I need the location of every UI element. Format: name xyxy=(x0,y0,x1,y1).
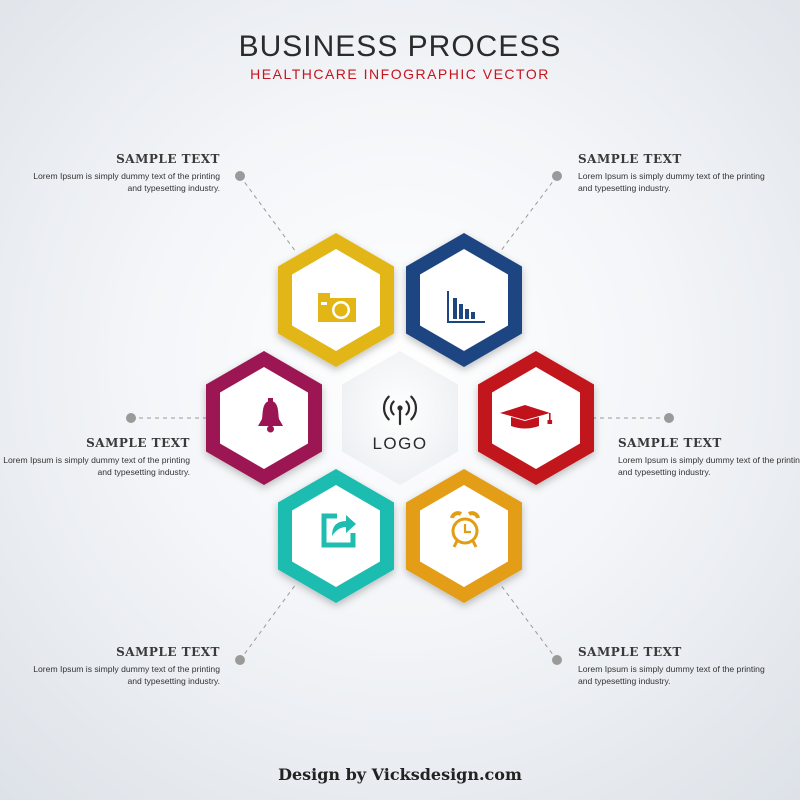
callout-top-left: SAMPLE TEXT Lorem Ipsum is simply dummy … xyxy=(30,152,220,194)
connector-dot-bot-left xyxy=(235,655,245,665)
connector-dot-mid-left xyxy=(126,413,136,423)
callout-top-right: SAMPLE TEXT Lorem Ipsum is simply dummy … xyxy=(578,152,768,194)
callout-heading: SAMPLE TEXT xyxy=(116,152,220,166)
page-title: BUSINESS PROCESS xyxy=(238,30,562,63)
footer-credit: Design by Vicksdesign.com xyxy=(278,765,522,784)
callout-body: Lorem Ipsum is simply dummy text of the … xyxy=(618,455,800,477)
graduation-cap-icon xyxy=(500,405,553,429)
callout-mid-right: SAMPLE TEXT Lorem Ipsum is simply dummy … xyxy=(618,436,800,478)
antenna-signal-icon xyxy=(382,395,418,426)
callout-body: Lorem Ipsum is simply dummy text of the … xyxy=(3,455,190,477)
share-arrow-icon xyxy=(321,513,356,548)
callout-body: Lorem Ipsum is simply dummy text of the … xyxy=(578,664,765,686)
connector-lines xyxy=(131,175,669,661)
hexagon-bot-right xyxy=(406,469,522,603)
callout-body: Lorem Ipsum is simply dummy text of the … xyxy=(33,664,220,686)
connector-dot-top-left xyxy=(235,171,245,181)
alarm-clock-icon xyxy=(450,511,480,548)
connector-dot-top-right xyxy=(552,171,562,181)
callout-heading: SAMPLE TEXT xyxy=(618,436,722,450)
callout-heading: SAMPLE TEXT xyxy=(116,645,220,659)
callout-heading: SAMPLE TEXT xyxy=(578,645,682,659)
bar-chart-icon xyxy=(447,291,485,323)
connector-dots xyxy=(126,171,674,665)
hexagon-bot-left xyxy=(278,469,394,603)
hexagon-top-right xyxy=(406,233,522,367)
connector-bot-left xyxy=(239,583,297,661)
bell-icon xyxy=(258,398,283,433)
callout-bot-left: SAMPLE TEXT Lorem Ipsum is simply dummy … xyxy=(30,645,220,687)
callout-heading: SAMPLE TEXT xyxy=(578,152,682,166)
callout-body: Lorem Ipsum is simply dummy text of the … xyxy=(33,171,220,193)
camera-icon xyxy=(318,293,356,322)
connector-top-right xyxy=(499,175,558,253)
callout-mid-left: SAMPLE TEXT Lorem Ipsum is simply dummy … xyxy=(0,436,190,478)
callout-bot-right: SAMPLE TEXT Lorem Ipsum is simply dummy … xyxy=(578,645,768,687)
callout-body: Lorem Ipsum is simply dummy text of the … xyxy=(578,171,765,193)
callout-heading: SAMPLE TEXT xyxy=(86,436,190,450)
connector-dot-bot-right xyxy=(552,655,562,665)
page-subtitle: HEALTHCARE INFOGRAPHIC VECTOR xyxy=(250,66,550,82)
connector-top-left xyxy=(239,175,297,253)
center-hexagon: LOGO xyxy=(342,351,458,485)
connector-bot-right xyxy=(499,583,558,661)
connector-dot-mid-right xyxy=(664,413,674,423)
logo-label: LOGO xyxy=(372,434,427,453)
